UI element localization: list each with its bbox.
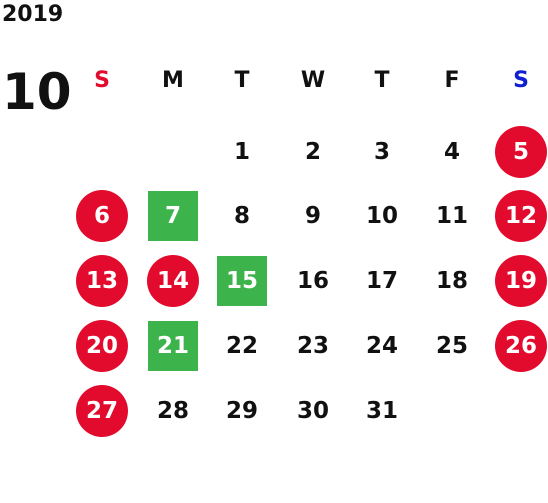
weekday-thu: T [374,68,390,93]
day-cell-10[interactable]: 10 [365,203,398,229]
day-cell-8[interactable]: 8 [233,203,250,229]
day-cell-25[interactable]: 25 [435,333,468,359]
day-cell-1[interactable]: 1 [233,139,250,165]
day-cell-14[interactable]: 14 [147,255,199,307]
day-cell-5[interactable]: 5 [495,126,547,178]
weekday-tue: T [234,68,250,93]
weekday-fri: F [444,68,460,93]
day-cell-9[interactable]: 9 [304,203,321,229]
day-cell-28[interactable]: 28 [156,398,189,424]
day-cell-30[interactable]: 30 [296,398,329,424]
day-cell-2[interactable]: 2 [304,139,321,165]
day-cell-13[interactable]: 13 [76,255,128,307]
day-cell-31[interactable]: 31 [365,398,398,424]
day-cell-23[interactable]: 23 [296,333,329,359]
year-label: 2019 [2,2,64,27]
day-cell-17[interactable]: 17 [365,268,398,294]
weekday-mon: M [162,68,184,93]
day-cell-6[interactable]: 6 [76,190,128,242]
weekday-sun: S [94,68,110,93]
day-cell-18[interactable]: 18 [435,268,468,294]
day-cell-26[interactable]: 26 [495,320,547,372]
day-cell-27[interactable]: 27 [76,385,128,437]
weekday-wed: W [300,68,326,93]
month-number: 10 [2,63,72,121]
day-cell-22[interactable]: 22 [225,333,258,359]
weekday-sat: S [513,68,529,93]
day-cell-24[interactable]: 24 [365,333,398,359]
day-cell-11[interactable]: 11 [435,203,468,229]
day-cell-21[interactable]: 21 [148,321,198,371]
day-cell-15[interactable]: 15 [217,256,267,306]
day-cell-3[interactable]: 3 [373,139,390,165]
day-cell-12[interactable]: 12 [495,190,547,242]
day-cell-29[interactable]: 29 [225,398,258,424]
day-cell-4[interactable]: 4 [443,139,460,165]
day-cell-19[interactable]: 19 [495,255,547,307]
day-cell-20[interactable]: 20 [76,320,128,372]
day-cell-7[interactable]: 7 [148,191,198,241]
day-cell-16[interactable]: 16 [296,268,329,294]
